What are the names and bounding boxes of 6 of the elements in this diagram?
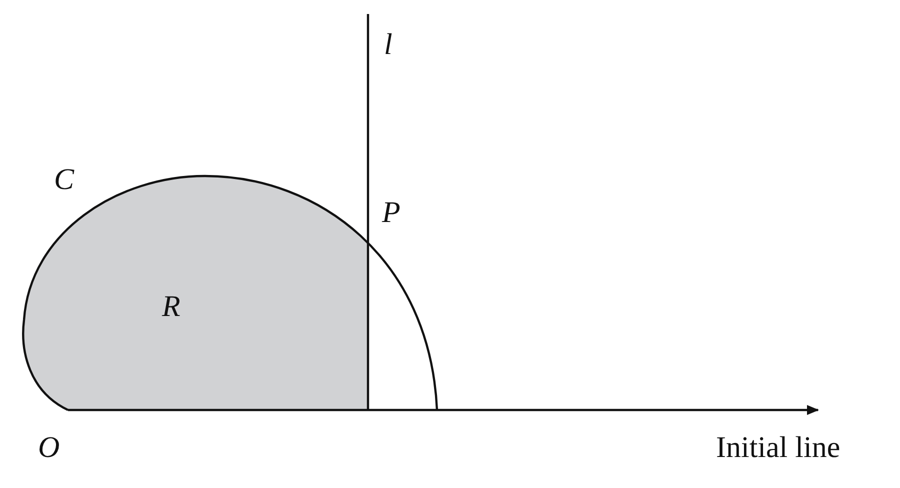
axis-label: Initial line	[716, 433, 840, 463]
region-label: R	[162, 292, 180, 322]
line-label: l	[384, 30, 392, 60]
curve-label: C	[54, 165, 74, 195]
pole-label: O	[38, 433, 60, 463]
point-label: P	[382, 198, 400, 228]
